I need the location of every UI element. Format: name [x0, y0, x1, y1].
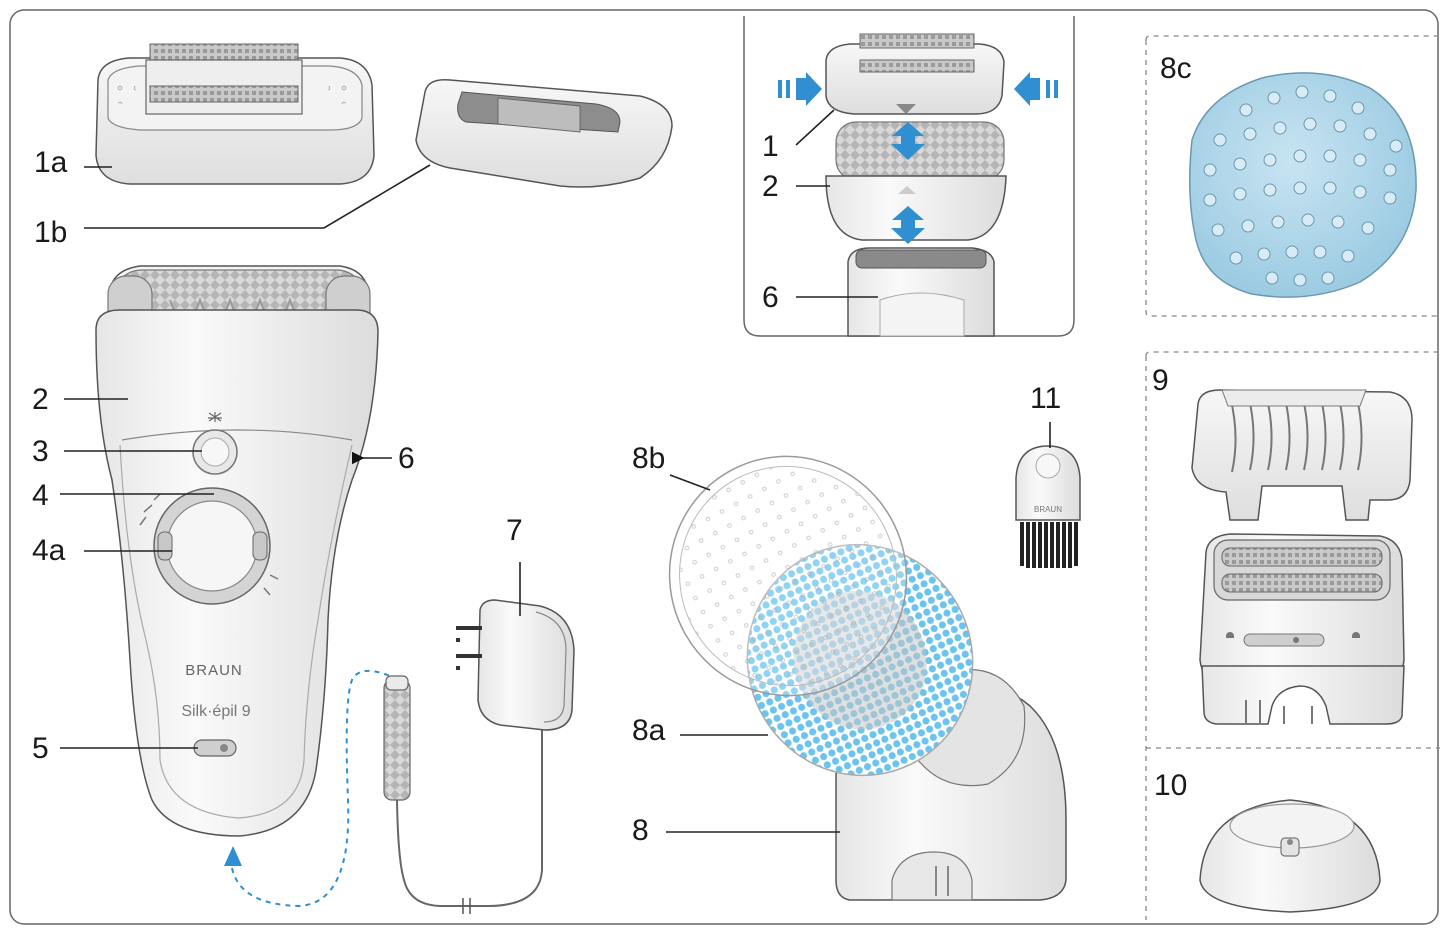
label-9: 9	[1152, 364, 1169, 397]
label-10: 10	[1154, 769, 1187, 802]
label-8: 8	[632, 814, 649, 847]
shaver-head-9-illustration	[1200, 534, 1404, 724]
label-7: 7	[506, 514, 523, 547]
inset-label-6: 6	[762, 281, 779, 314]
facial-brush-8-illustration	[627, 415, 1066, 900]
charging-socket-arrow-icon	[224, 846, 242, 866]
label-6: 6	[398, 442, 415, 475]
device-model-text: Silk·épil 9	[181, 703, 250, 720]
brush-brand-text: BRAUN	[1034, 505, 1062, 514]
power-adapter-illustration	[384, 600, 574, 914]
inset-label-2: 2	[762, 170, 779, 203]
inset-press-arrow-right-icon	[1014, 72, 1058, 106]
label-8b: 8b	[632, 442, 665, 475]
label-4a: 4a	[32, 534, 66, 567]
label-1a: 1a	[34, 146, 68, 179]
inset-press-arrow-left-icon	[778, 72, 822, 106]
part-1b-cap-illustration	[416, 80, 672, 187]
cleaning-brush-11-illustration: BRAUN	[1016, 446, 1080, 568]
comb-cap-9-illustration	[1192, 390, 1412, 520]
label-8c: 8c	[1160, 52, 1192, 85]
label-4: 4	[32, 479, 49, 512]
label-5: 5	[32, 732, 49, 765]
assembly-inset	[744, 16, 1074, 336]
label-1b: 1b	[34, 216, 67, 249]
label-3: 3	[32, 435, 49, 468]
massage-pad-8c-illustration	[1190, 73, 1416, 297]
charging-stand-10-illustration	[1200, 800, 1380, 912]
label-2: 2	[32, 383, 49, 416]
label-8a: 8a	[632, 714, 666, 747]
inset-label-1: 1	[762, 130, 779, 163]
device-brand-text: BRAUN	[185, 662, 243, 679]
part-1a-cap-illustration	[96, 44, 374, 184]
label-11: 11	[1030, 382, 1061, 415]
